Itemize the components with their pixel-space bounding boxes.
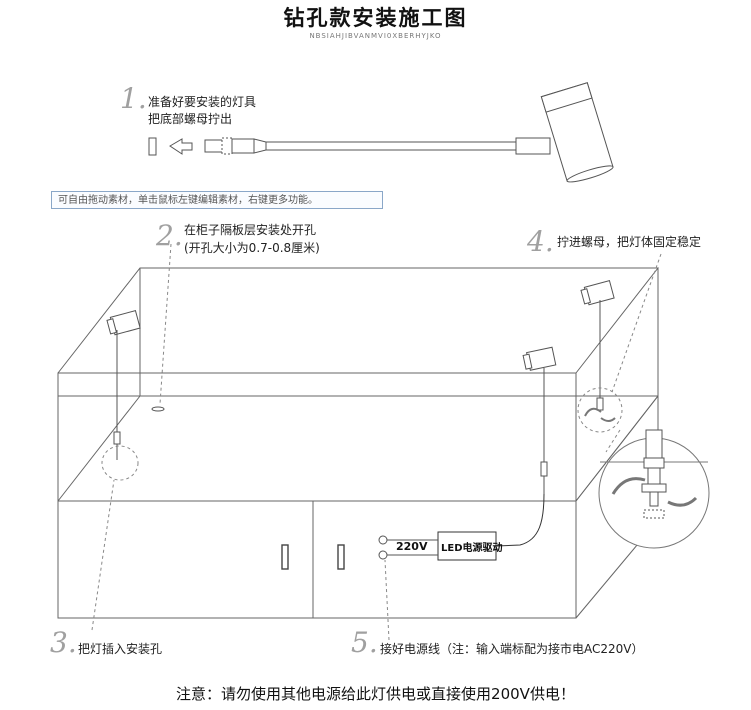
terminal-top [378, 535, 388, 545]
driver-box [437, 531, 497, 561]
step-text: 把底部螺母拧出 [148, 112, 233, 126]
terminal-bottom [378, 550, 388, 560]
warning-notice: 注意：请勿使用其他电源给此灯供电或直接使用200V供电！ [176, 685, 575, 703]
page-title: 钻孔款安装施工图 [283, 6, 468, 30]
step-text: 接好电源线（注：输入端标配为接市电AC220V） [380, 642, 644, 656]
lamp-right [577, 280, 623, 433]
step-text: 在柜子隔板层安装处开孔 [184, 223, 317, 237]
step-number: 4. [527, 225, 554, 258]
nut-part [148, 137, 157, 156]
lamp-left [101, 310, 141, 481]
drill-hole [151, 406, 165, 412]
zoom-detail [598, 429, 710, 549]
lamp-stem [265, 141, 517, 151]
voltage-label: 220V [396, 540, 428, 553]
step-number: 1. [120, 82, 147, 115]
handle-right [337, 544, 345, 570]
step-text: 准备好要安装的灯具 [148, 95, 257, 109]
step-number: 3. [50, 626, 77, 659]
step-number: 5. [351, 626, 378, 659]
cabinet [57, 267, 660, 619]
step-text: 拧进螺母，把灯体固定稳定 [557, 235, 702, 249]
step-text: 把灯插入安装孔 [78, 642, 163, 656]
handle-left [281, 544, 289, 570]
step1-lamp [148, 82, 614, 183]
lamp-middle [495, 346, 557, 547]
step-number: 2. [156, 219, 183, 252]
driver-wiring [378, 531, 497, 561]
driver-label: LED电源驱动 [441, 543, 503, 554]
step-text: (开孔大小为0.7-0.8厘米) [184, 241, 320, 255]
tip-bar: 可自由拖动素材，单击鼠标左键编辑素材，右键更多功能。 [51, 191, 383, 209]
left-arrow-icon [169, 138, 193, 155]
page-subtitle: NBSIAHJIBVANMVI0XBERHYJKO [309, 32, 442, 40]
